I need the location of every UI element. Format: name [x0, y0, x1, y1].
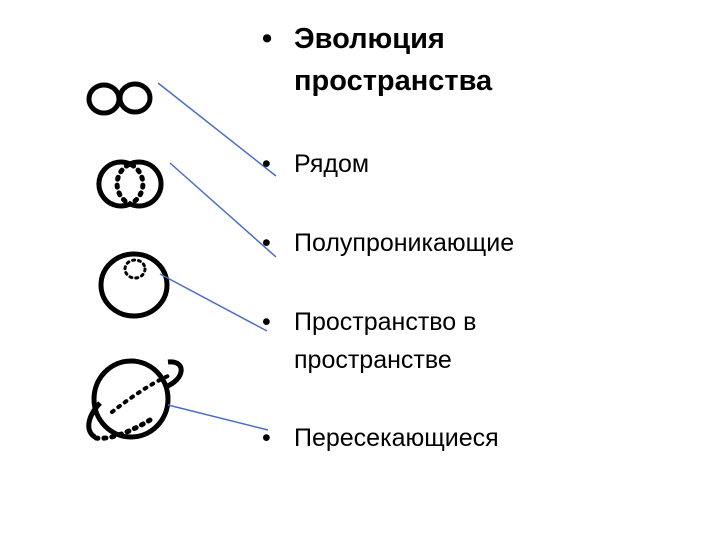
- slide-title: • Эволюция пространства: [262, 18, 534, 102]
- item-label-adjacent: Рядом: [294, 150, 370, 178]
- connector-line-4: [167, 404, 269, 431]
- bullet-marker: •: [262, 150, 271, 178]
- item-label-semi-penetrating: Полупроникающие: [294, 229, 515, 257]
- sketch-space-in-space: [98, 251, 170, 319]
- bullet-marker: •: [262, 424, 271, 452]
- sketch-adjacent-circles: [86, 81, 153, 116]
- item-label-space-in-space: Пространство в пространстве: [294, 308, 477, 374]
- list-item: • Пересекающиеся: [262, 419, 499, 457]
- connector-line-3: [159, 273, 268, 332]
- connector-line-2: [169, 162, 277, 258]
- item-label-intersecting: Пересекающиеся: [294, 424, 499, 452]
- connector-line-1: [157, 82, 277, 177]
- list-item: • Полупроникающие: [262, 224, 514, 262]
- bullet-marker: •: [262, 229, 271, 257]
- sketch-semi-penetrating-circles: [96, 159, 164, 209]
- list-item: • Рядом: [262, 145, 369, 183]
- connector-lines: [157, 82, 277, 431]
- title-text: Эволюция пространства: [294, 23, 493, 97]
- bullet-marker: •: [262, 23, 273, 55]
- bullet-marker: •: [262, 308, 271, 336]
- sketch-intersecting-shapes: [86, 358, 184, 441]
- list-item: • Пространство в пространстве: [262, 303, 524, 379]
